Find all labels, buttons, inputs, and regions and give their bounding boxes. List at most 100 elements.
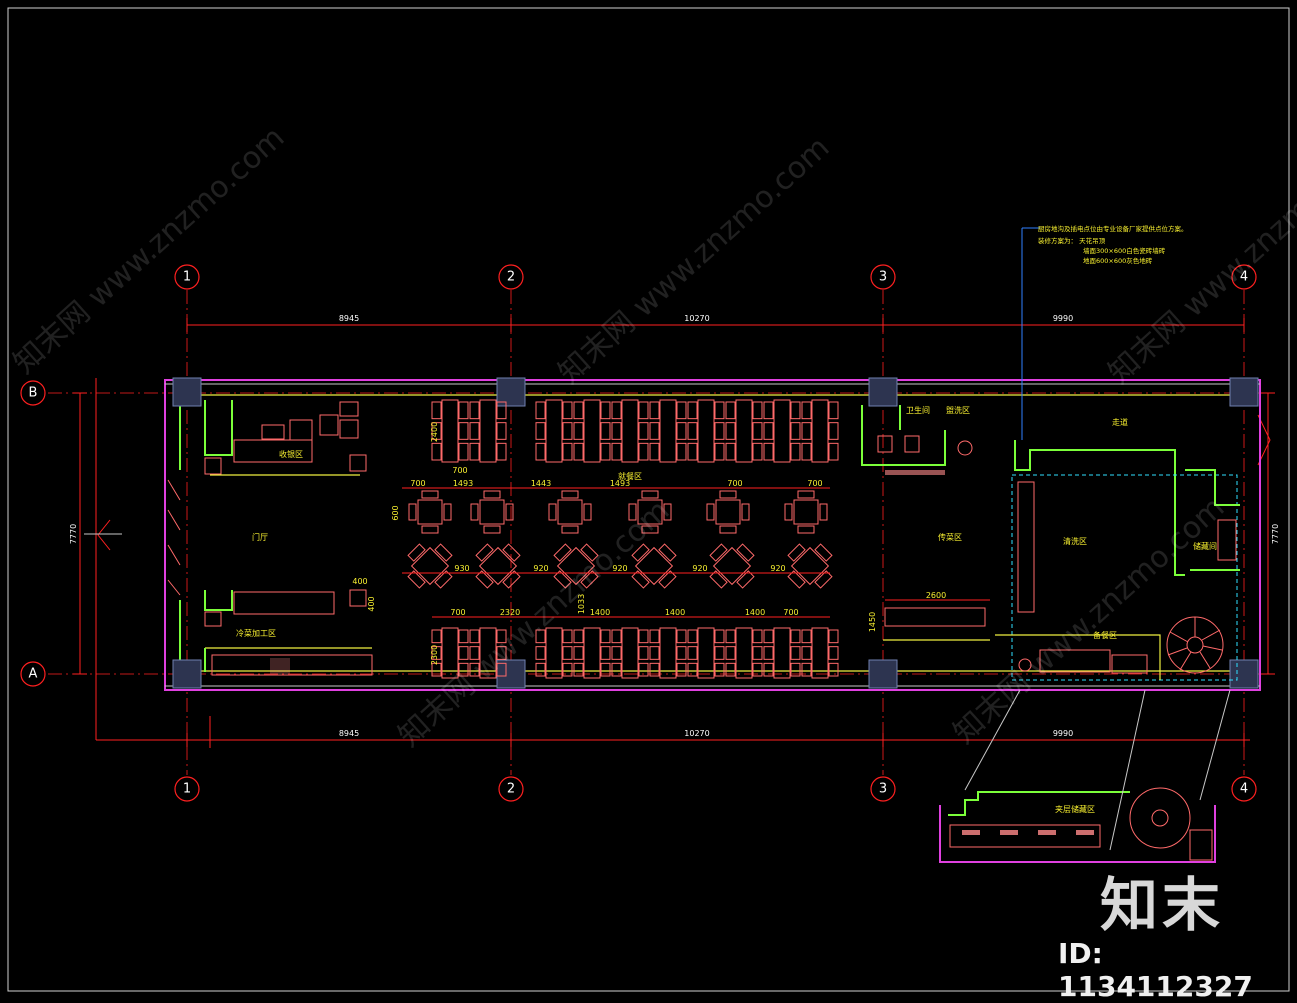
svg-text:930: 930 [454, 564, 469, 573]
kitchen-zone: 清洗区 走道 储藏间 备餐区 [995, 417, 1240, 681]
dining-diamond-tables [407, 543, 833, 589]
booth-bottom-1 [469, 627, 507, 679]
note-line-3: 墙面300×600白色瓷砖墙砖 [1083, 246, 1166, 255]
booth-bottom-3 [573, 627, 611, 679]
grid-bubble-3-top: 3 [870, 264, 896, 290]
booth-bottom-7 [725, 627, 763, 679]
room-restroom: 卫生间 [906, 405, 930, 415]
svg-text:700: 700 [452, 466, 467, 475]
dim-misc-400a: 400 [352, 577, 367, 586]
grid-bubble-2-bottom: 2 [498, 776, 524, 802]
booth-bottom-6 [687, 627, 725, 679]
square-table-0 [408, 490, 452, 534]
bottom-dimension: 8945 10270 9990 [95, 378, 1250, 748]
side-dimensions: 7770 7770 [69, 392, 1280, 675]
svg-text:3: 3 [879, 782, 887, 797]
dining-top-booths [431, 399, 839, 463]
dim-top-1: 8945 [339, 314, 359, 323]
booth-top-0 [431, 399, 469, 463]
room-wash: 盥洗区 [946, 405, 970, 415]
svg-text:4: 4 [1240, 270, 1248, 285]
grid-bubble-A: A [20, 661, 46, 687]
grid-bubble-1-bottom: 1 [174, 776, 200, 802]
svg-text:600: 600 [391, 505, 400, 520]
svg-text:920: 920 [770, 564, 785, 573]
diamond-table-0 [407, 543, 453, 589]
reception-zone: 收银区 [204, 400, 367, 476]
svg-text:1493: 1493 [453, 479, 473, 488]
booth-top-7 [725, 399, 763, 463]
booth-top-3 [573, 399, 611, 463]
booth-top-5 [649, 399, 687, 463]
booth-top-4 [611, 399, 649, 463]
booth-top-6 [687, 399, 725, 463]
mezzanine-inset: 夹层储藏区 [939, 689, 1231, 863]
booth-bottom-8 [763, 627, 801, 679]
dim-bottom-2: 10270 [684, 729, 709, 738]
dining-square-tables [408, 490, 828, 534]
svg-text:920: 920 [692, 564, 707, 573]
booth-bottom-5 [649, 627, 687, 679]
room-reception: 收银区 [279, 449, 303, 459]
dim-left: 7770 [69, 524, 78, 544]
svg-text:3: 3 [879, 270, 887, 285]
watermark-logo: 知末 [1100, 871, 1225, 939]
booth-top-2 [535, 399, 573, 463]
svg-text:B: B [29, 386, 38, 401]
square-table-5 [784, 490, 828, 534]
svg-text:2: 2 [507, 270, 515, 285]
note-line-1: 厨房地沟及插电点位由专业设备厂家提供点位方案。 [1038, 224, 1188, 233]
serving-zone: 传菜区 2600 1450 [868, 532, 990, 641]
svg-text:知末网 www.znzmo.com: 知末网 www.znzmo.com [7, 120, 291, 381]
dim-top-3: 9990 [1053, 314, 1073, 323]
svg-text:700: 700 [783, 608, 798, 617]
svg-text:2320: 2320 [500, 608, 520, 617]
svg-text:2300: 2300 [430, 645, 439, 665]
svg-text:知末网 www.znzmo.com: 知末网 www.znzmo.com [392, 493, 676, 754]
construction-note: 厨房地沟及插电点位由专业设备厂家提供点位方案。 装修方案为： 天花吊顶 墙面30… [1021, 224, 1188, 440]
diamond-table-2 [553, 543, 599, 589]
booth-bottom-2 [535, 627, 573, 679]
booth-top-1 [469, 399, 507, 463]
svg-text:1033: 1033 [577, 594, 586, 614]
svg-text:920: 920 [533, 564, 548, 573]
grid-bubble-4-top: 4 [1231, 264, 1257, 290]
dining-dims-middle: 930 920 920 920 920 1033 [402, 564, 830, 614]
room-dining: 就餐区 [618, 471, 642, 481]
cold-kitchen-zone: 冷菜加工区 400 400 [204, 577, 376, 676]
booth-top-9 [801, 399, 839, 463]
svg-text:920: 920 [612, 564, 627, 573]
svg-text:700: 700 [807, 479, 822, 488]
svg-text:A: A [29, 667, 38, 682]
diamond-table-5 [787, 543, 833, 589]
svg-text:1400: 1400 [745, 608, 765, 617]
room-basement: 夹层储藏区 [1055, 804, 1095, 814]
dim-right: 7770 [1271, 524, 1280, 544]
top-dimension: 8945 10270 9990 [186, 314, 1245, 332]
svg-text:1493: 1493 [610, 479, 630, 488]
drawing-frame [7, 7, 1290, 992]
svg-text:1443: 1443 [531, 479, 551, 488]
svg-text:1400: 1400 [665, 608, 685, 617]
svg-text:4: 4 [1240, 782, 1248, 797]
dim-misc-400b: 400 [367, 596, 376, 611]
diamond-table-4 [709, 543, 755, 589]
square-table-1 [470, 490, 514, 534]
booth-bottom-0 [431, 627, 469, 679]
image-id: ID: 1134112327 [1058, 937, 1253, 1003]
note-line-4: 地面600×600灰色地砖 [1083, 256, 1153, 265]
svg-text:700: 700 [450, 608, 465, 617]
columns [172, 377, 1259, 689]
booth-bottom-4 [611, 627, 649, 679]
dining-dims-lower: 700 2320 1400 1400 1400 700 2400 2300 [430, 422, 830, 665]
room-lobby: 门厅 [252, 532, 268, 542]
room-prep: 备餐区 [1093, 630, 1117, 640]
note-line-2: 装修方案为： 天花吊顶 [1038, 236, 1106, 245]
grid-bubble-3-bottom: 3 [870, 776, 896, 802]
diamond-table-1 [475, 543, 521, 589]
square-table-4 [706, 490, 750, 534]
square-table-2 [548, 490, 592, 534]
svg-text:知末网 www.znzmo.com: 知末网 www.znzmo.com [552, 130, 836, 391]
svg-text:2400: 2400 [430, 422, 439, 442]
